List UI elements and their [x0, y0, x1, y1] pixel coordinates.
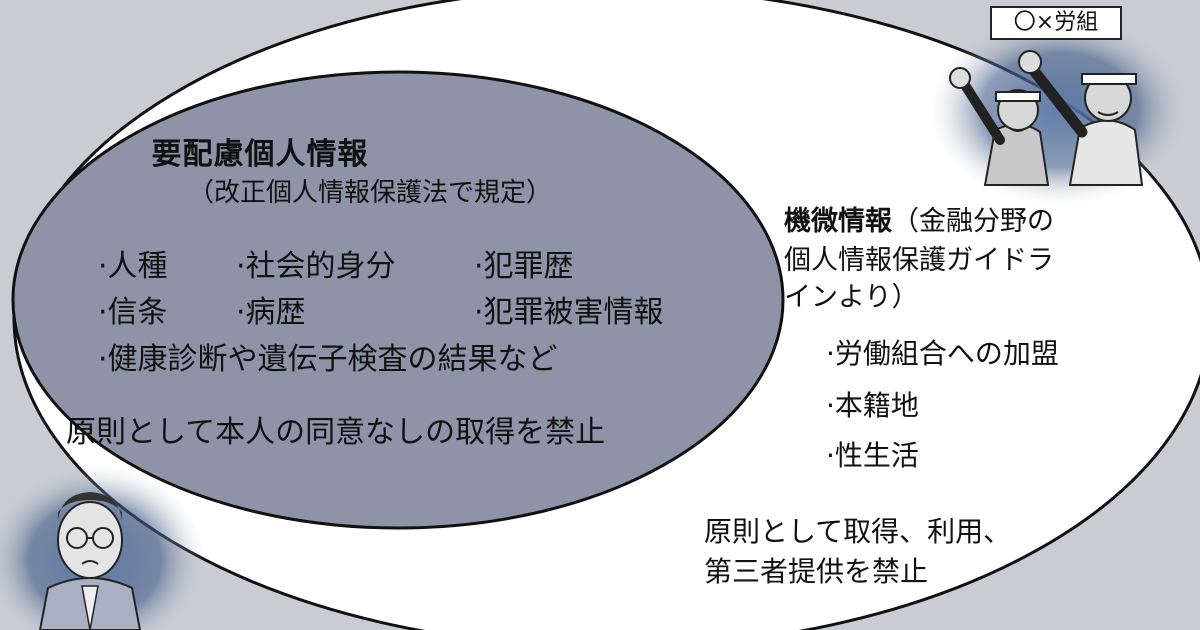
outer-title-bold: 機微情報 [784, 206, 892, 237]
outer-note-line1: 原則として取得、利用、 [704, 515, 1012, 548]
outer-item-sex-life: ·性生活 [826, 439, 919, 472]
inner-item-creed: ·信条 [98, 295, 168, 330]
inner-item-criminal-record: ·犯罪歴 [474, 249, 574, 284]
inner-item-crime-victim: ·犯罪被害情報 [474, 295, 664, 330]
inner-item-medical-history: ·病歴 [236, 295, 306, 330]
union-badge: 〇×労組 [990, 6, 1122, 40]
outer-note-line2: 第三者提供を禁止 [704, 555, 929, 588]
outer-item-union: ·労働組合への加盟 [826, 337, 1059, 370]
inner-title: 要配慮個人情報 [151, 137, 369, 172]
inner-note: 原則として本人の同意なしの取得を禁止 [66, 415, 606, 450]
inner-item-health-checks: ·健康診断や遺伝子検査の結果など [98, 342, 558, 377]
inner-subtitle: （改正個人情報保護法で規定） [188, 178, 553, 208]
outer-title: 機微情報（金融分野の [784, 208, 1054, 235]
worried-man-icon [0, 465, 205, 630]
outer-item-registered-domicile: ·本籍地 [826, 389, 919, 422]
inner-ellipse [11, 70, 785, 530]
union-workers-icon [930, 15, 1190, 205]
inner-item-race: ·人種 [98, 249, 168, 284]
outer-title-line3: インより） [784, 282, 919, 313]
inner-item-social-status: ·社会的身分 [236, 249, 396, 284]
outer-title-rest: （金融分野の [892, 206, 1054, 237]
outer-title-line2: 個人情報保護ガイドラ [784, 245, 1054, 276]
